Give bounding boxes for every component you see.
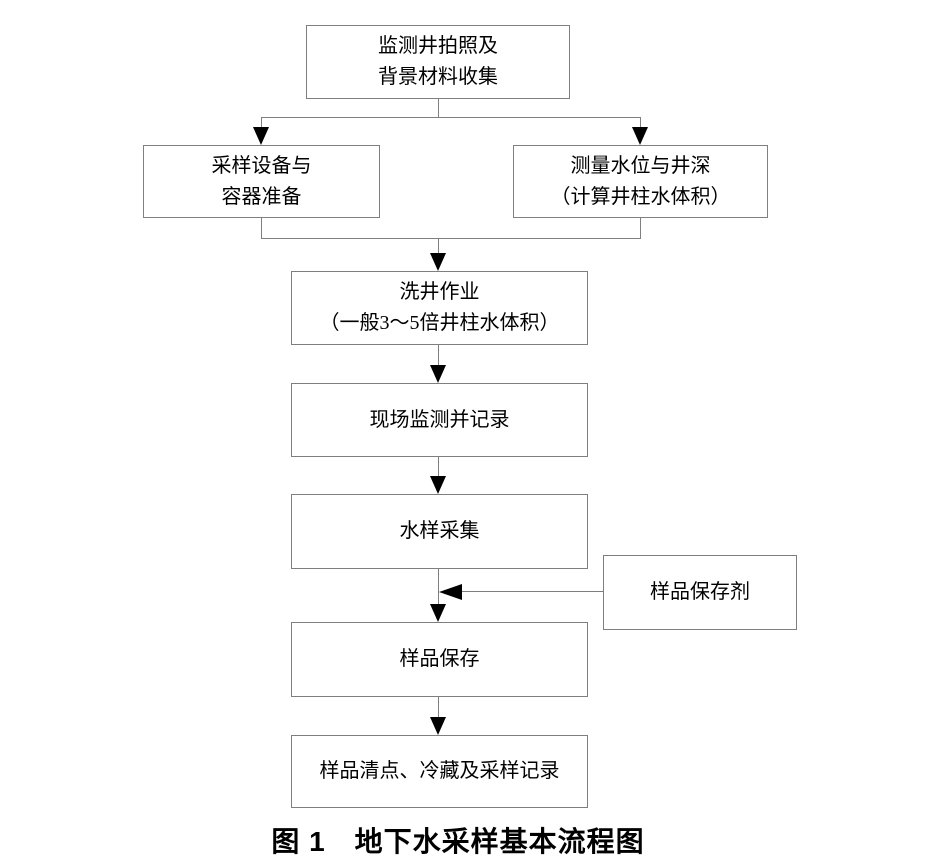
flow-box-inventory-refrigeration-records: 样品清点、冷藏及采样记录 [291,735,588,808]
flow-box-label: 监测井拍照及 背景材料收集 [378,35,498,88]
connector-line [438,457,439,476]
down-arrowhead-icon [430,476,446,494]
connector-line [640,218,641,238]
connector-line [438,697,439,717]
down-arrowhead-icon [430,253,446,271]
connector-line [640,117,641,128]
flow-box-measure-water-level: 测量水位与井深 （计算井柱水体积） [513,145,768,218]
connector-line [438,238,439,253]
flow-box-label: 水样采集 [399,520,480,542]
flow-box-water-sample-collection: 水样采集 [291,494,588,569]
flow-box-label: 洗井作业 （一般3～5倍井柱水体积） [319,281,560,334]
down-arrowhead-icon [430,365,446,383]
connector-line [261,218,262,238]
figure-caption: 图 1 地下水采样基本流程图 [271,826,645,857]
connector-line [261,117,641,118]
connector-line [261,238,641,239]
flow-box-sample-preservation: 样品保存 [291,622,588,697]
flow-box-label: 样品清点、冷藏及采样记录 [319,760,560,782]
connector-line [438,569,439,604]
flow-box-equipment-preparation: 采样设备与 容器准备 [143,145,380,218]
down-arrowhead-icon [632,127,648,145]
connector-line [438,345,439,365]
flow-box-label: 测量水位与井深 （计算井柱水体积） [550,154,731,208]
flow-box-sample-preservative: 样品保存剂 [603,555,797,630]
down-arrowhead-icon [430,717,446,735]
flow-box-onsite-monitoring: 现场监测并记录 [291,383,588,457]
down-arrowhead-icon [430,604,446,622]
flow-box-well-washing: 洗井作业 （一般3～5倍井柱水体积） [291,271,588,345]
flow-box-label: 现场监测并记录 [369,408,510,431]
left-arrowhead-icon [439,584,462,600]
flow-box-label: 采样设备与 容器准备 [211,154,312,208]
flow-box-label: 样品保存剂 [650,581,750,603]
connector-line [438,99,439,117]
connector-line [462,591,603,592]
connector-line [261,117,262,128]
flow-box-label: 样品保存 [399,648,480,670]
flow-box-photo-and-background: 监测井拍照及 背景材料收集 [306,25,570,99]
down-arrowhead-icon [253,127,269,145]
